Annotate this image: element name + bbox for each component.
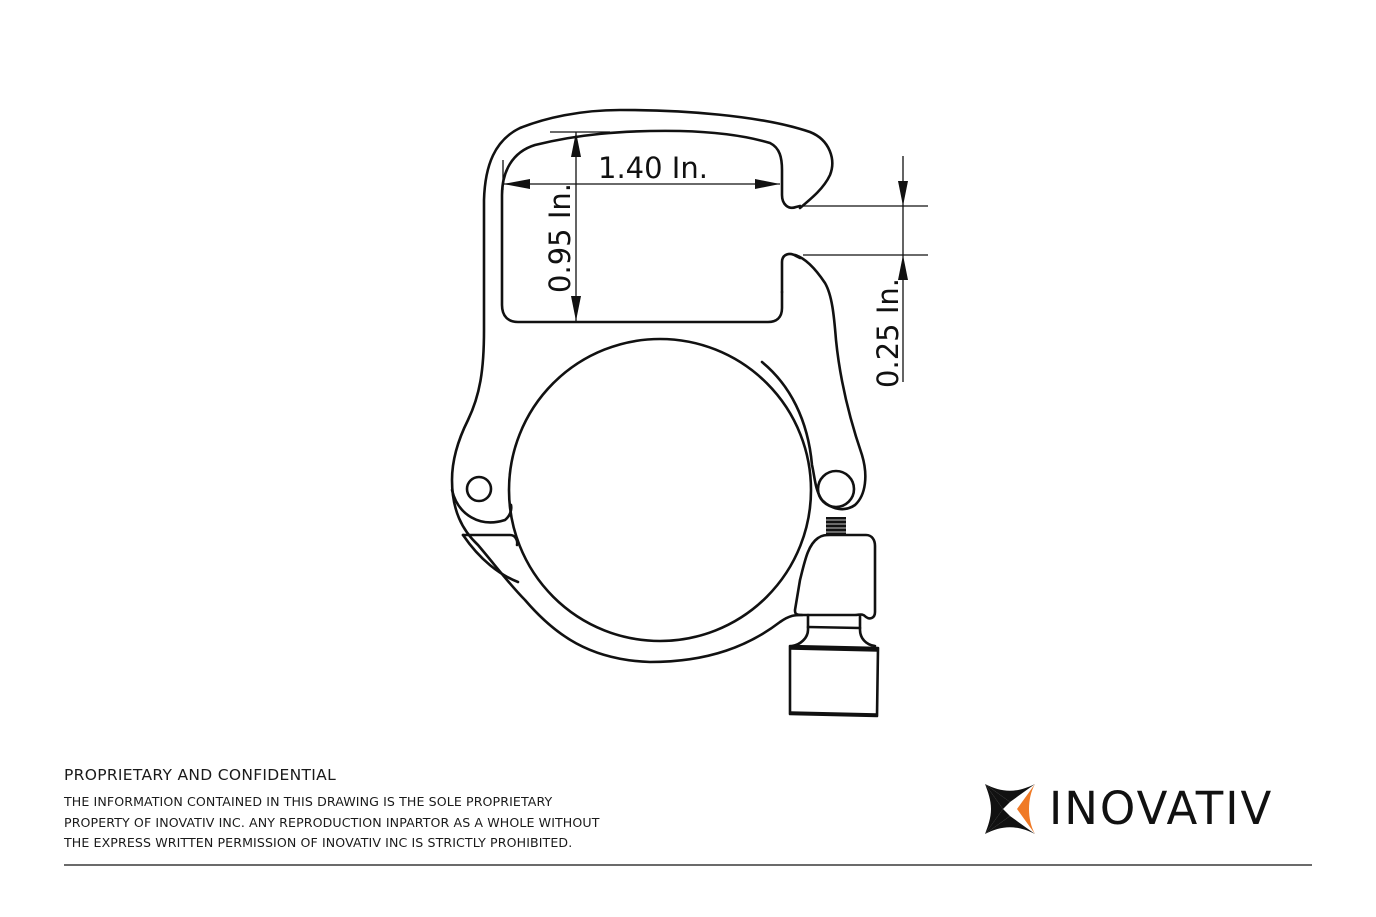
dimension-height: 0.95 In. bbox=[543, 131, 610, 321]
dimension-height-label: 0.95 In. bbox=[543, 183, 577, 293]
left-pivot-hole bbox=[465, 475, 493, 503]
brand-logo-group: INOVATIV bbox=[983, 782, 1273, 836]
notice-line-1: THE INFORMATION CONTAINED IN THIS DRAWIN… bbox=[64, 794, 553, 809]
dimension-width-label: 1.40 In. bbox=[598, 151, 708, 185]
dimension-width: 1.40 In. bbox=[502, 151, 780, 190]
bore-circle bbox=[507, 337, 813, 643]
clamp-block bbox=[793, 533, 877, 620]
brand-name: INOVATIV bbox=[1049, 782, 1274, 835]
notice-line-2: PROPERTY OF INOVATIV INC. ANY REPRODUCTI… bbox=[64, 814, 600, 830]
right-pivot-hole bbox=[816, 469, 856, 509]
dimension-gap: 0.25 In. bbox=[803, 156, 928, 388]
clamp-knob bbox=[788, 644, 880, 718]
four-point-star-logo-icon bbox=[985, 784, 1035, 834]
thread-screw bbox=[826, 517, 846, 535]
notice-line-3: THE EXPRESS WRITTEN PERMISSION OF INOVAT… bbox=[64, 835, 573, 850]
confidentiality-notice: PROPRIETARY AND CONFIDENTIAL THE INFORMA… bbox=[64, 766, 600, 854]
dimension-gap-label: 0.25 In. bbox=[871, 278, 905, 388]
clamp-body bbox=[450, 108, 880, 718]
footer-divider bbox=[64, 864, 1312, 866]
notice-title: PROPRIETARY AND CONFIDENTIAL bbox=[64, 766, 337, 784]
